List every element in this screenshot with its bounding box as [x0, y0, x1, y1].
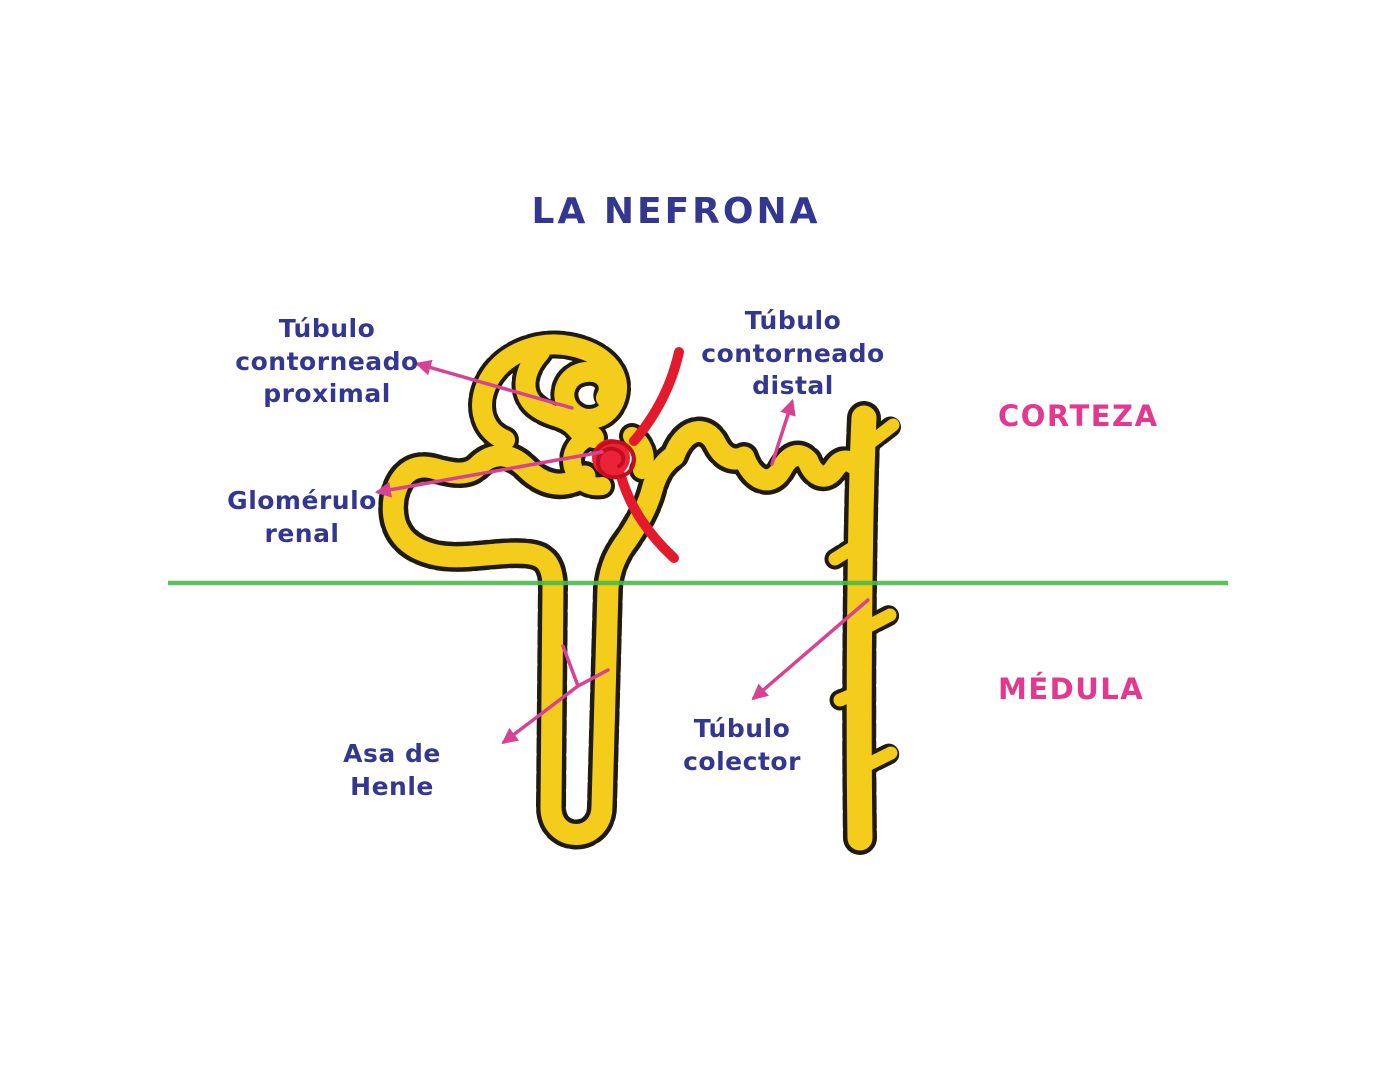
- arrow-distal-tubule: [770, 398, 796, 466]
- diagram-title: LA NEFRONA: [531, 191, 821, 232]
- blood-vessel: [592, 347, 684, 563]
- nephron-tubule-shape: [382, 421, 868, 845]
- glomerulus-scribble: [594, 439, 636, 480]
- tubule-outlines: [378, 330, 904, 855]
- tubule-fills: [382, 334, 900, 851]
- pointer-arrows: [374, 359, 870, 744]
- label-glomerulus: Glomérulo renal: [227, 486, 377, 548]
- label-collecting-duct: Túbulo colector: [683, 714, 801, 776]
- glomerulus-ball-shape: [592, 439, 630, 477]
- label-distal-tubule: Túbulo contorneado distal: [701, 306, 885, 400]
- arrow-proximal-tubule: [414, 359, 574, 410]
- label-proximal-tubule: Túbulo contorneado proximal: [235, 314, 419, 408]
- efferent-vessel-shape: [616, 471, 679, 563]
- label-medulla-region: MÉDULA: [998, 672, 1145, 706]
- label-loop-of-henle: Asa de Henle: [343, 739, 441, 801]
- duct-branches-shape: [828, 418, 900, 775]
- label-cortex-region: CORTEZA: [998, 399, 1159, 433]
- arrow-loop-of-henle: [501, 684, 580, 744]
- arrow-collecting-duct: [751, 598, 870, 701]
- arrow-glomerulus: [374, 450, 604, 498]
- afferent-vessel-shape: [629, 347, 684, 446]
